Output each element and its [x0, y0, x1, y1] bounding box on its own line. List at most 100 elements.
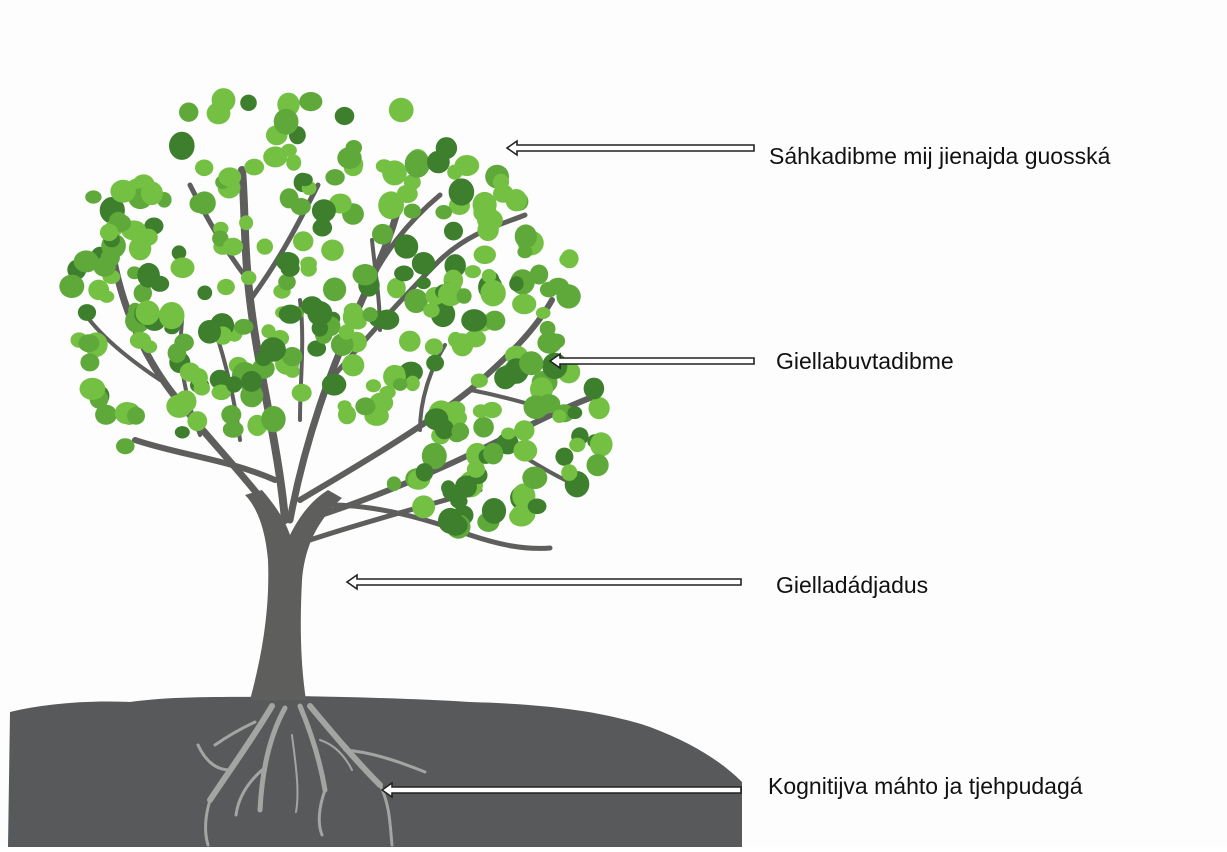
leaf: [378, 191, 404, 219]
leaf: [241, 371, 262, 392]
leaf: [494, 366, 516, 389]
leaf: [569, 438, 585, 452]
leaf: [260, 337, 286, 361]
leaf: [223, 238, 243, 256]
leaf: [59, 275, 84, 298]
leaf: [444, 515, 468, 536]
leaf: [483, 443, 503, 465]
leaf: [549, 334, 565, 349]
leaf: [241, 271, 256, 285]
leaf: [455, 155, 480, 176]
leaf: [116, 438, 135, 454]
leaf: [150, 276, 169, 292]
leaf: [393, 378, 407, 391]
leaf: [286, 154, 301, 170]
leaf: [127, 407, 145, 425]
leaf: [263, 146, 287, 167]
leaf: [394, 234, 418, 258]
leaf: [175, 390, 196, 413]
leaf: [405, 376, 419, 392]
leaf: [197, 286, 212, 301]
leaf: [517, 245, 532, 258]
leaf: [548, 278, 569, 295]
leaf: [212, 88, 236, 112]
leaf: [171, 257, 195, 278]
label-cognitive-skills: Kognitijva máhto ja tjehpudagá: [768, 775, 1083, 798]
leaf: [435, 205, 452, 219]
leaf: [299, 92, 322, 111]
leaf: [589, 397, 610, 419]
leaf: [274, 109, 299, 135]
leaf: [416, 463, 434, 481]
leaf: [279, 305, 302, 324]
leaf: [399, 331, 421, 352]
leaf: [342, 354, 364, 376]
leaf: [297, 173, 312, 186]
leaf: [467, 461, 485, 478]
leaf: [191, 368, 208, 387]
leaf: [590, 432, 613, 456]
leaf: [450, 494, 467, 508]
label-language-use: Sáhkadibme mij jienajda guosská: [769, 145, 1110, 168]
leaf: [281, 260, 300, 276]
leaf: [322, 374, 346, 396]
leaf: [515, 224, 537, 248]
leaf: [471, 374, 488, 388]
leaf: [501, 428, 515, 440]
leaf: [423, 303, 440, 318]
leaf: [300, 257, 317, 271]
leaf: [179, 103, 198, 122]
leaf: [559, 252, 577, 267]
leaf: [292, 384, 312, 402]
leaf: [337, 147, 361, 169]
leaf: [100, 224, 118, 241]
leaf: [372, 224, 393, 245]
leaf: [261, 406, 285, 432]
leaf: [198, 320, 221, 344]
leaf: [338, 400, 352, 412]
leaf: [129, 236, 151, 260]
leaf: [587, 454, 609, 476]
leaf: [234, 319, 253, 335]
leaf: [555, 448, 573, 466]
leaf: [291, 198, 311, 215]
leaf: [552, 410, 566, 423]
leaf: [142, 340, 157, 353]
leaf: [522, 467, 547, 490]
leaf: [218, 167, 241, 186]
leaf: [85, 190, 101, 203]
leaf: [293, 231, 313, 251]
leaf: [405, 150, 430, 178]
leaf: [301, 296, 323, 315]
leaf: [536, 307, 551, 319]
leaf: [412, 252, 435, 275]
leaf: [382, 160, 407, 185]
leaf: [80, 353, 99, 371]
leaf: [567, 406, 582, 419]
leaf: [221, 405, 241, 424]
leaf: [312, 199, 336, 222]
leaf: [426, 355, 444, 372]
leaf: [493, 184, 514, 202]
leaf: [240, 95, 257, 111]
leaf: [169, 132, 195, 160]
leaf: [376, 310, 400, 330]
leaf: [355, 398, 375, 416]
leaf: [363, 307, 378, 322]
leaf: [95, 405, 117, 425]
label-language-knowledge: Gielladádjadus: [776, 574, 928, 597]
leaf: [513, 440, 537, 462]
leaf: [514, 420, 534, 440]
leaf: [473, 417, 494, 438]
leaf: [321, 240, 344, 261]
leaf: [187, 411, 207, 431]
leaf: [387, 476, 401, 491]
leaf: [136, 300, 160, 325]
leaf: [404, 204, 421, 219]
leaf: [226, 376, 242, 392]
leaf: [323, 278, 346, 302]
leaf: [512, 294, 536, 315]
leaf: [78, 304, 96, 321]
leaf: [540, 321, 556, 337]
